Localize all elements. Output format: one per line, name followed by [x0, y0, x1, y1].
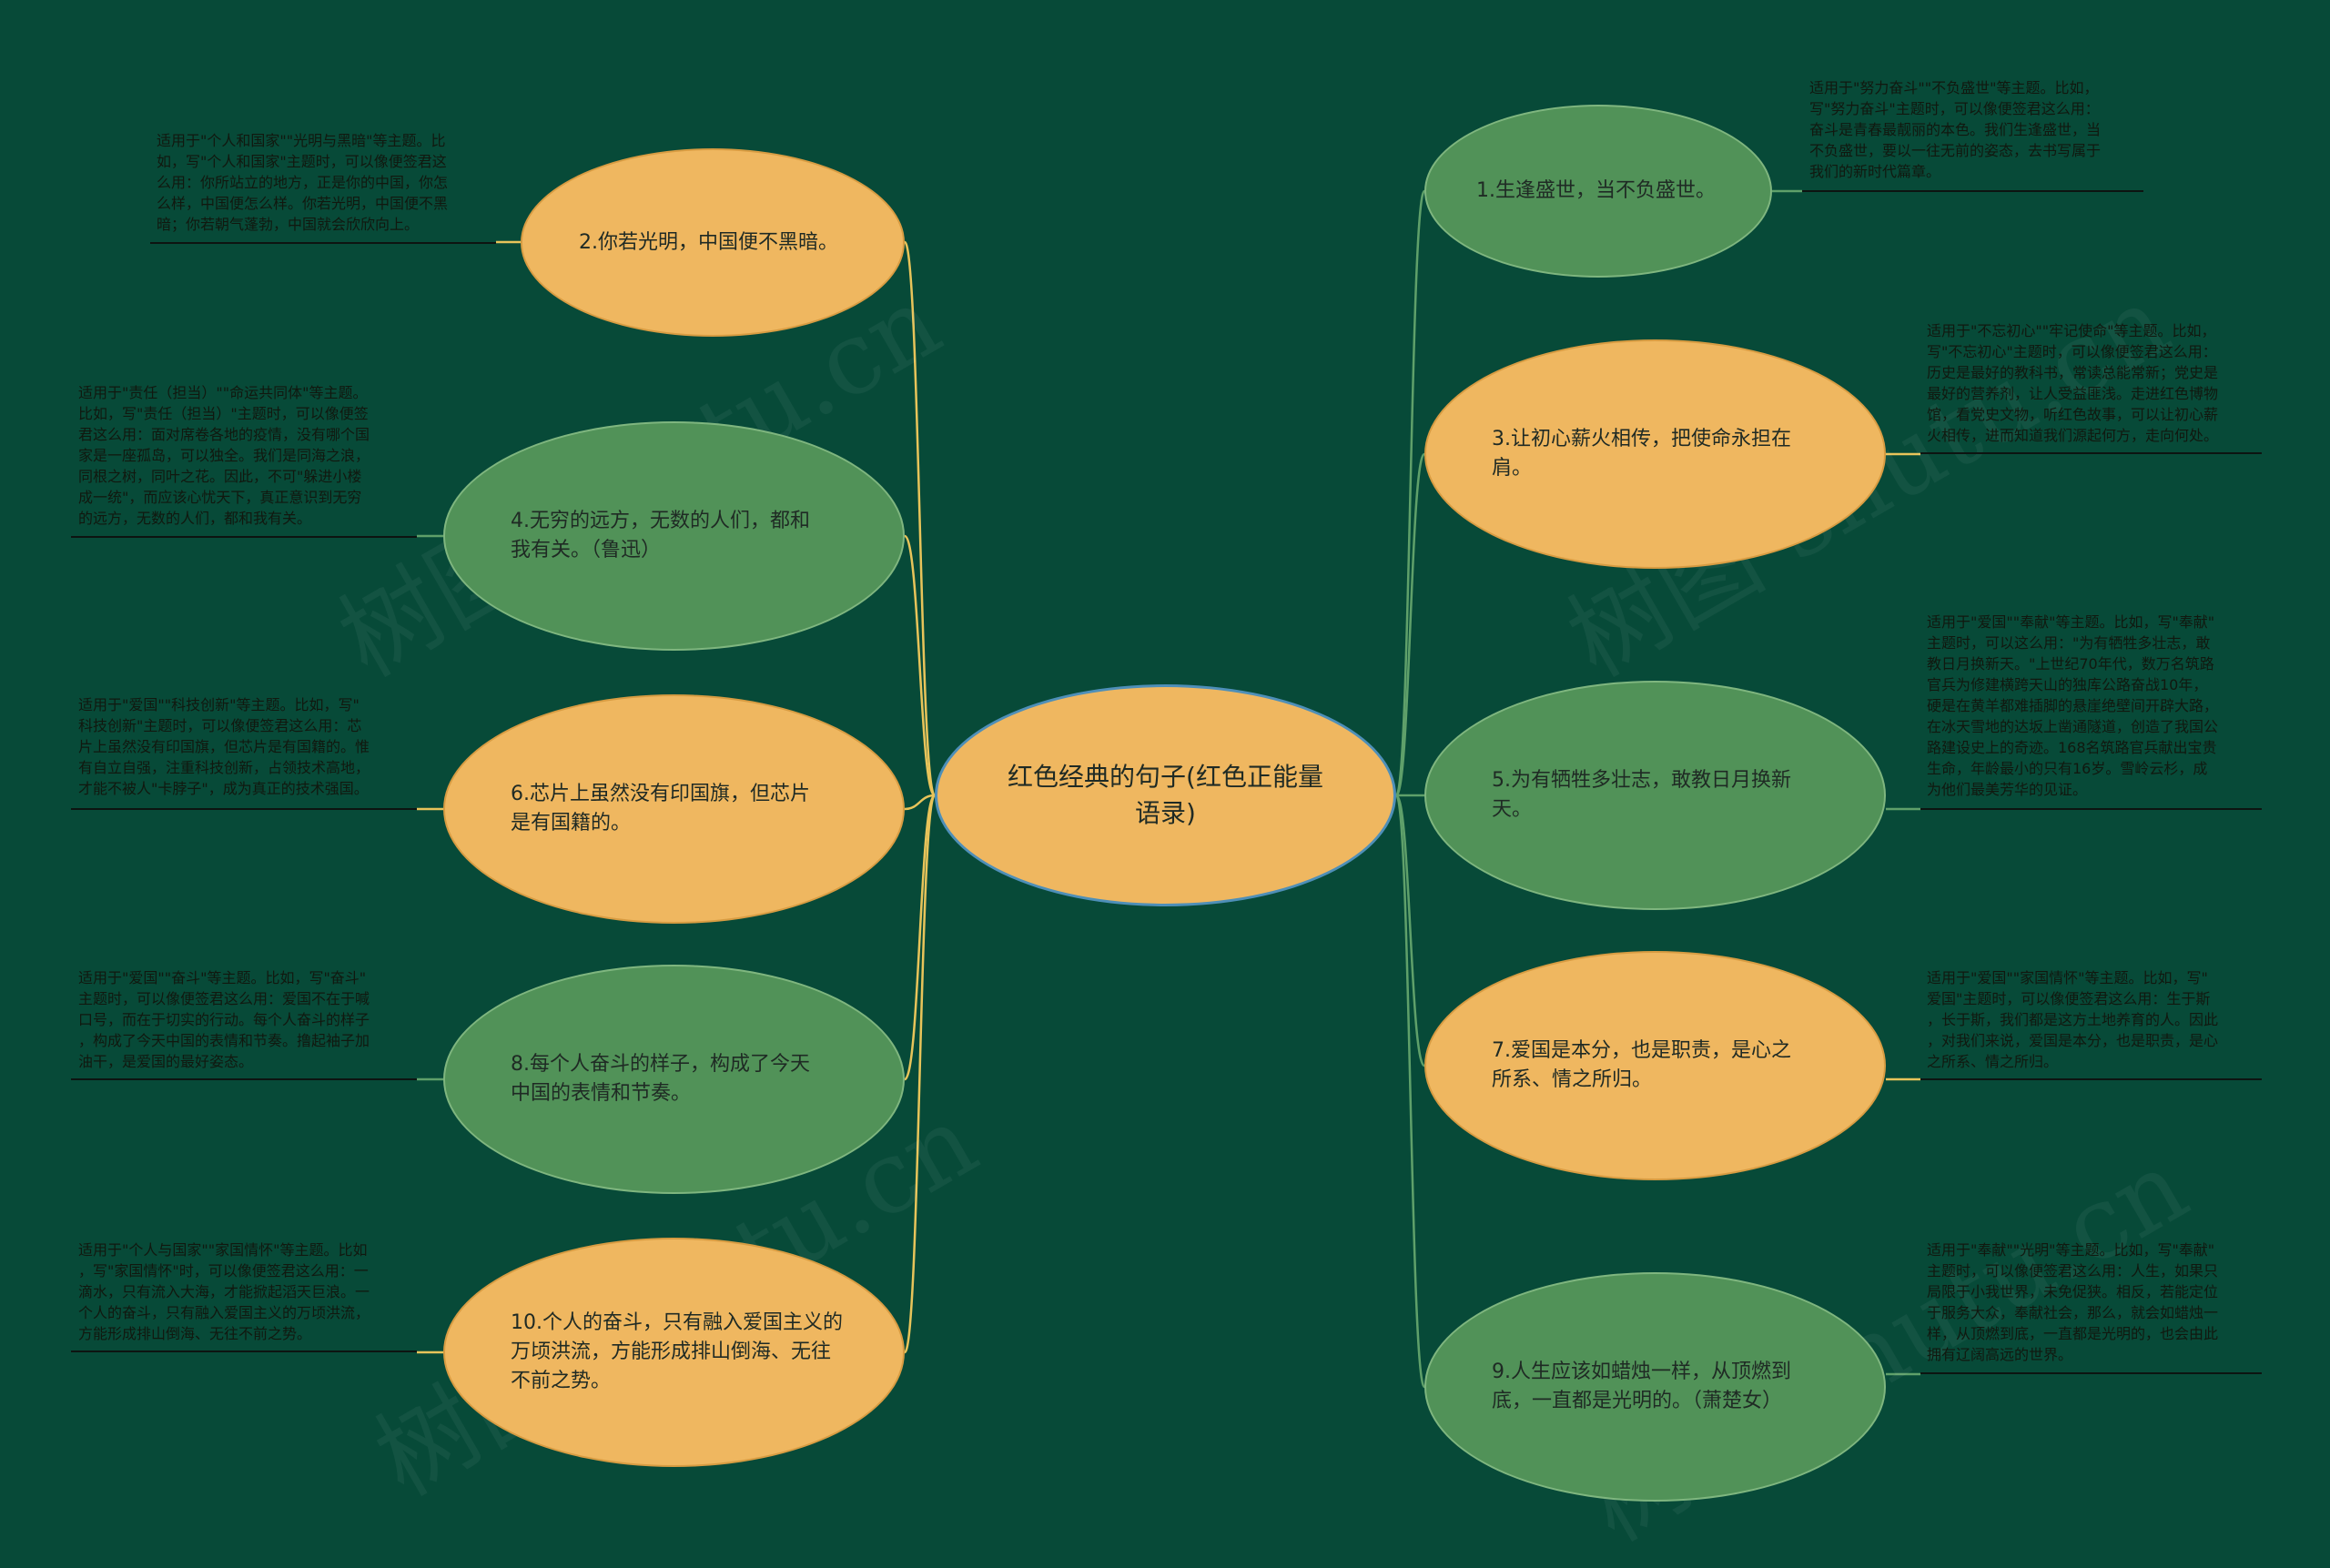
branch-node-5-label: 5.为有牺牲多壮志，敢教日月换新天。	[1492, 769, 1791, 821]
link-branch-6	[904, 794, 936, 811]
note-3-underline	[1920, 452, 2262, 454]
branch-node-7-label: 7.爱国是本分，也是职责，是心之所系、情之所归。	[1492, 1039, 1791, 1091]
branch-node-8[interactable]: 8.每个人奋斗的样子，构成了今天中国的表情和节奏。	[443, 965, 905, 1194]
note-10: 适用于"个人与国家""家国情怀"等主题。比如 ，写"家国情怀"时，可以像便签君这…	[78, 1241, 370, 1342]
note-6: 适用于"爱国""科技创新"等主题。比如，写" 科技创新"主题时，可以像便签君这么…	[78, 696, 370, 797]
link-branch-7	[1394, 794, 1426, 1067]
branch-node-10[interactable]: 10.个人的奋斗，只有融入爱国主义的万顷洪流，方能形成排山倒海、无往不前之势。	[443, 1238, 905, 1467]
note-6-underline	[71, 808, 417, 810]
branch-node-9-label: 9.人生应该如蜡烛一样，从顶燃到底，一直都是光明的。（萧楚女）	[1492, 1361, 1791, 1412]
note-3: 适用于"不忘初心""牢记使命"等主题。比如， 写"不忘初心"主题时，可以像便签君…	[1927, 322, 2219, 444]
link-branch-3	[1394, 452, 1426, 797]
branch-node-4-label: 4.无穷的远方，无数的人们，都和我有关。（鲁迅）	[511, 510, 810, 561]
note-2-underline	[150, 242, 496, 244]
branch-node-1-label: 1.生逢盛世，当不负盛世。	[1476, 179, 1716, 202]
note-7: 适用于"爱国""家国情怀"等主题。比如，写" 爱国"主题时，可以像便签君这么用：…	[1927, 969, 2219, 1070]
note-9-underline	[1920, 1372, 2262, 1374]
link-branch-8	[903, 794, 937, 1081]
branch-node-1[interactable]: 1.生逢盛世，当不负盛世。	[1424, 105, 1772, 278]
branch-node-9[interactable]: 9.人生应该如蜡烛一样，从顶燃到底，一直都是光明的。（萧楚女）	[1424, 1272, 1886, 1502]
note-10-underline	[71, 1351, 417, 1352]
branch-node-2[interactable]: 2.你若光明，中国便不黑暗。	[521, 148, 905, 337]
note-9: 适用于"奉献""光明"等主题。比如，写"奉献" 主题时，可以像便签君这么用：人生…	[1927, 1241, 2219, 1363]
central-topic[interactable]: 红色经典的句子(红色正能量语录)	[935, 684, 1396, 906]
branch-node-4[interactable]: 4.无穷的远方，无数的人们，都和我有关。（鲁迅）	[443, 421, 905, 651]
central-topic-label: 红色经典的句子(红色正能量语录)	[1008, 762, 1323, 828]
note-1: 适用于"努力奋斗""不负盛世"等主题。比如， 写"努力奋斗"主题时，可以像便签君…	[1809, 79, 2102, 180]
branch-node-8-label: 8.每个人奋斗的样子，构成了今天中国的表情和节奏。	[511, 1053, 810, 1105]
link-branch-1	[1394, 189, 1426, 797]
branch-node-7[interactable]: 7.爱国是本分，也是职责，是心之所系、情之所归。	[1424, 951, 1886, 1180]
branch-node-10-label: 10.个人的奋斗，只有融入爱国主义的万顷洪流，方能形成排山倒海、无往不前之势。	[511, 1311, 843, 1392]
note-8: 适用于"爱国""奋斗"等主题。比如，写"奋斗" 主题时，可以像便签君这么用：爱国…	[78, 969, 370, 1070]
branch-node-2-label: 2.你若光明，中国便不黑暗。	[579, 230, 838, 254]
branch-node-3-label: 3.让初心薪火相传，把使命永担在肩。	[1492, 428, 1791, 480]
link-branch-9	[1394, 794, 1426, 1389]
branch-node-6-label: 6.芯片上虽然没有印国旗，但芯片是有国籍的。	[511, 783, 810, 835]
link-branch-2	[903, 240, 937, 797]
note-5-underline	[1920, 808, 2262, 810]
note-5: 适用于"爱国""奉献"等主题。比如，写"奉献" 主题时，可以这么用："为有牺牲多…	[1927, 613, 2219, 798]
note-7-underline	[1920, 1078, 2262, 1080]
branch-node-5[interactable]: 5.为有牺牲多壮志，敢教日月换新天。	[1424, 681, 1886, 910]
link-branch-10	[903, 794, 937, 1354]
note-2: 适用于"个人和国家""光明与黑暗"等主题。比 如，写"个人和国家"主题时，可以像…	[157, 132, 449, 233]
link-branch-4	[903, 534, 937, 797]
branch-node-6[interactable]: 6.芯片上虽然没有印国旗，但芯片是有国籍的。	[443, 694, 905, 924]
note-4: 适用于"责任（担当）""命运共同体"等主题。 比如，写"责任（担当）"主题时，可…	[78, 384, 370, 527]
branch-node-3[interactable]: 3.让初心薪火相传，把使命永担在肩。	[1424, 339, 1886, 569]
note-8-underline	[71, 1078, 417, 1080]
note-4-underline	[71, 536, 417, 538]
note-1-underline	[1802, 190, 2143, 192]
